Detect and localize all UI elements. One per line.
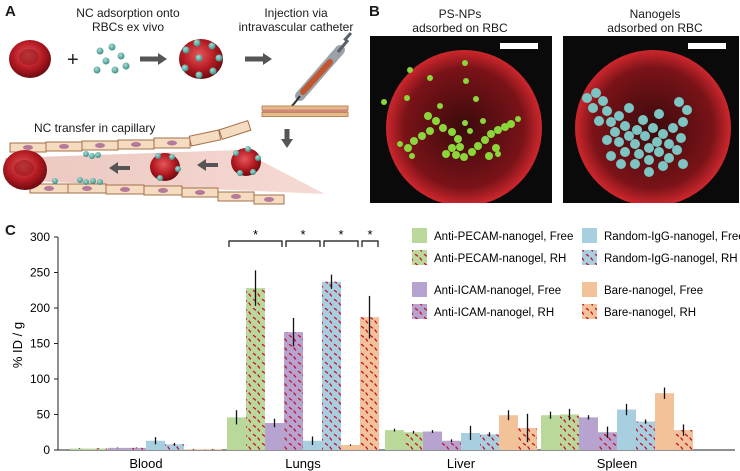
legend-entry: Anti-PECAM-nanogel, Free [434, 231, 573, 243]
bar-rh-pattern [127, 447, 146, 450]
bar-icam-free [579, 417, 598, 450]
scale-bar-right [688, 43, 726, 49]
bar-igg-free [617, 409, 636, 450]
significance-bracket [228, 240, 283, 247]
micrograph-nanogels [563, 36, 739, 203]
bar-rh-pattern [322, 281, 341, 450]
bar-rh-pattern [598, 432, 617, 450]
bar-rh-pattern [246, 288, 265, 450]
bar-icam-free [108, 447, 127, 450]
significance-star: * [367, 227, 372, 242]
ps-nps-label: PS-NPs adsorbed on RBC [390, 7, 530, 35]
category-label: Spleen [597, 456, 637, 471]
bar-bare-free [499, 415, 518, 450]
bar-rh-pattern [203, 449, 222, 450]
bar-rh-pattern [480, 434, 499, 450]
legend-entry: Bare-nanogel, RH [604, 307, 696, 319]
bar-rh-pattern [360, 317, 379, 450]
y-tick-label: 250 [30, 266, 50, 280]
legend-entry: Anti-PECAM-nanogel, RH [434, 253, 566, 265]
bar-pecam-free [385, 430, 404, 450]
legend-swatch [412, 228, 427, 243]
bar-pecam-free [227, 417, 246, 450]
bar-bare-free [655, 393, 674, 450]
bar-rh-pattern [165, 444, 184, 450]
legend-swatch-pattern [582, 250, 597, 265]
nanogel-particles [582, 88, 692, 177]
legend-entry: Anti-ICAM-nanogel, RH [434, 307, 554, 319]
category-label: Blood [129, 456, 162, 471]
bar-igg-free [303, 440, 322, 450]
bar-rh-pattern [89, 448, 108, 450]
rbc-with-nanocarriers [179, 39, 223, 79]
plus-sign: + [67, 49, 79, 71]
legend-entry: Bare-nanogel, Free [604, 285, 703, 297]
ps-nps-line2: adsorbed on RBC [412, 21, 508, 35]
significance-star: * [338, 227, 343, 242]
category-label: Liver [447, 456, 476, 471]
legend-swatch [412, 282, 427, 297]
significance-bracket [361, 240, 379, 247]
bar-rh-pattern [284, 332, 303, 450]
step1-line1: NC adsorption onto [76, 6, 180, 20]
bar-bare-free [341, 445, 360, 450]
bar-rh-pattern [404, 432, 423, 450]
ps-nps-line1: PS-NPs [438, 7, 482, 21]
legend-swatch-pattern [582, 304, 597, 319]
scale-bar-left [500, 43, 538, 49]
free-nanocarriers [93, 43, 130, 74]
legend-swatch-pattern [412, 250, 427, 265]
bar-pecam-free [70, 448, 89, 450]
significance-bracket [323, 240, 359, 247]
nanogels-line2: adsorbed on RBC [607, 21, 703, 35]
capillary-label: NC transfer in capillary [34, 121, 156, 135]
bar-icam-free [423, 431, 442, 450]
significance-bracket [285, 240, 321, 247]
bar-icam-free [265, 423, 284, 450]
legend-entry: Random-IgG-nanogel, RH [604, 253, 738, 265]
significance-star: * [253, 227, 258, 242]
step1-line2: RBCs ex vivo [91, 20, 165, 34]
bar-igg-free [461, 432, 480, 450]
y-tick-label: 150 [30, 337, 50, 351]
step2-line2: intravascular catheter [238, 20, 354, 34]
panel-a-schematic: + [3, 31, 353, 205]
bar-igg-free [146, 440, 165, 450]
legend-swatch [582, 228, 597, 243]
panel-c-letter: C [5, 222, 16, 239]
y-tick-label: 100 [30, 372, 50, 386]
step2-line1: Injection via [264, 6, 328, 20]
step1-label: NC adsorption onto RBCs ex vivo [58, 6, 198, 34]
category-label: Lungs [285, 456, 321, 471]
bar-rh-pattern [560, 414, 579, 450]
y-tick-label: 300 [30, 230, 50, 244]
bar-rh-pattern [636, 421, 655, 450]
micrograph-ps-nps [370, 36, 552, 203]
legend-swatch-pattern [412, 304, 427, 319]
y-tick-label: 0 [43, 443, 50, 457]
nanogels-label: Nanogels adsorbed on RBC [585, 7, 725, 35]
y-tick-label: 200 [30, 301, 50, 315]
bar-rh-pattern [674, 430, 693, 450]
ps-np-particles [381, 60, 521, 161]
bar-bare-free [184, 449, 203, 450]
legend-entry: Anti-ICAM-nanogel, Free [434, 285, 561, 297]
bar-pecam-free [541, 415, 560, 450]
significance-star: * [300, 227, 305, 242]
y-tick-label: 50 [37, 408, 51, 422]
legend-entry: Random-IgG-nanogel, Free [604, 231, 740, 243]
capillary [5, 119, 325, 205]
nanogels-line1: Nanogels [629, 7, 681, 21]
legend-swatch [582, 282, 597, 297]
bar-rh-pattern [442, 440, 461, 450]
step2-label: Injection via intravascular catheter [226, 6, 366, 34]
panel-a-letter: A [5, 3, 16, 20]
y-axis-label: % ID / g [10, 322, 25, 368]
panel-b-letter: B [369, 3, 380, 20]
